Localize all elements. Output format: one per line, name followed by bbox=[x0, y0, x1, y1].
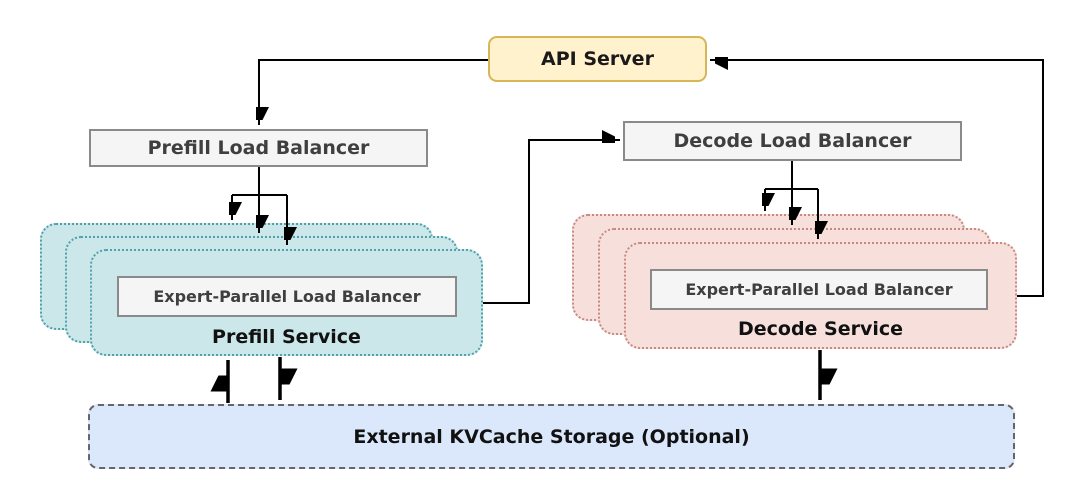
decode-load-balancer-node: Decode Load Balancer bbox=[623, 121, 962, 161]
arrow-api-to-prefill-lb bbox=[259, 59, 488, 125]
decode-service-label: Decode Service bbox=[737, 318, 904, 340]
prefill-service-label: Prefill Service bbox=[212, 326, 361, 348]
decode-expert-parallel-load-balancer-node: Expert-Parallel Load Balancer bbox=[650, 269, 988, 310]
prefill-expert-parallel-load-balancer-node: Expert-Parallel Load Balancer bbox=[117, 276, 457, 317]
prefill-load-balancer-node: Prefill Load Balancer bbox=[89, 129, 428, 167]
api-server-node: API Server bbox=[488, 36, 707, 82]
external-kvcache-storage-node: External KVCache Storage (Optional) bbox=[88, 404, 1015, 469]
